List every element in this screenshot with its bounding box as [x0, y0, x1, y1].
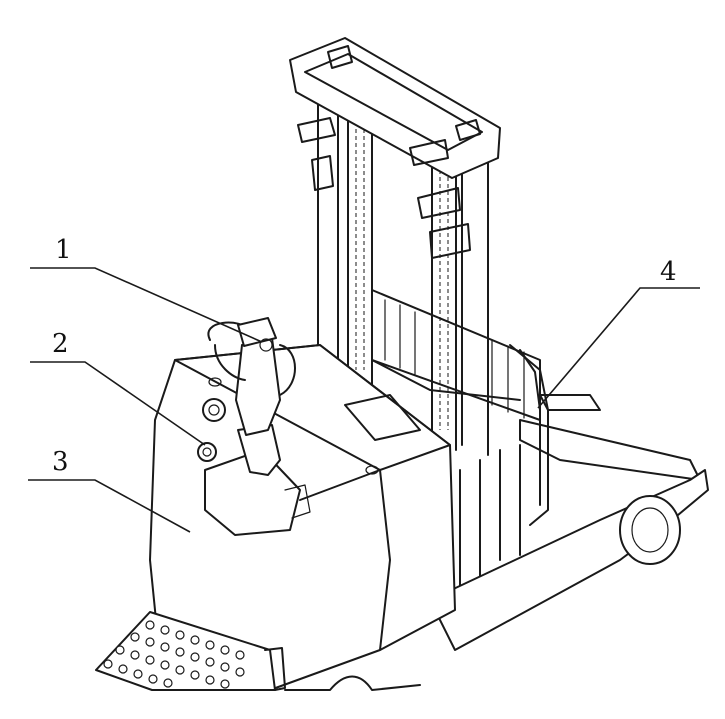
- foot-step-plate: [95, 611, 421, 691]
- side-guard-rail: [509, 344, 549, 526]
- leader-1: [30, 267, 263, 343]
- tiller-handle: [207, 317, 296, 476]
- callout-4: 4: [660, 257, 677, 287]
- leader-2: [30, 361, 206, 446]
- callout-1: 1: [55, 235, 72, 265]
- control-console: [197, 398, 311, 536]
- callout-leaders: [28, 267, 700, 533]
- key-switch: [202, 398, 226, 422]
- mast: [289, 37, 501, 456]
- outrigger-leg: [429, 469, 709, 651]
- leader-3: [28, 479, 191, 533]
- leader-4: [537, 287, 700, 409]
- step-holes: [103, 620, 245, 689]
- load-backrest: [371, 289, 541, 421]
- forks: [459, 394, 701, 591]
- callout-2: 2: [52, 329, 69, 359]
- callout-3: 3: [52, 447, 69, 477]
- emergency-stop-button: [197, 442, 217, 462]
